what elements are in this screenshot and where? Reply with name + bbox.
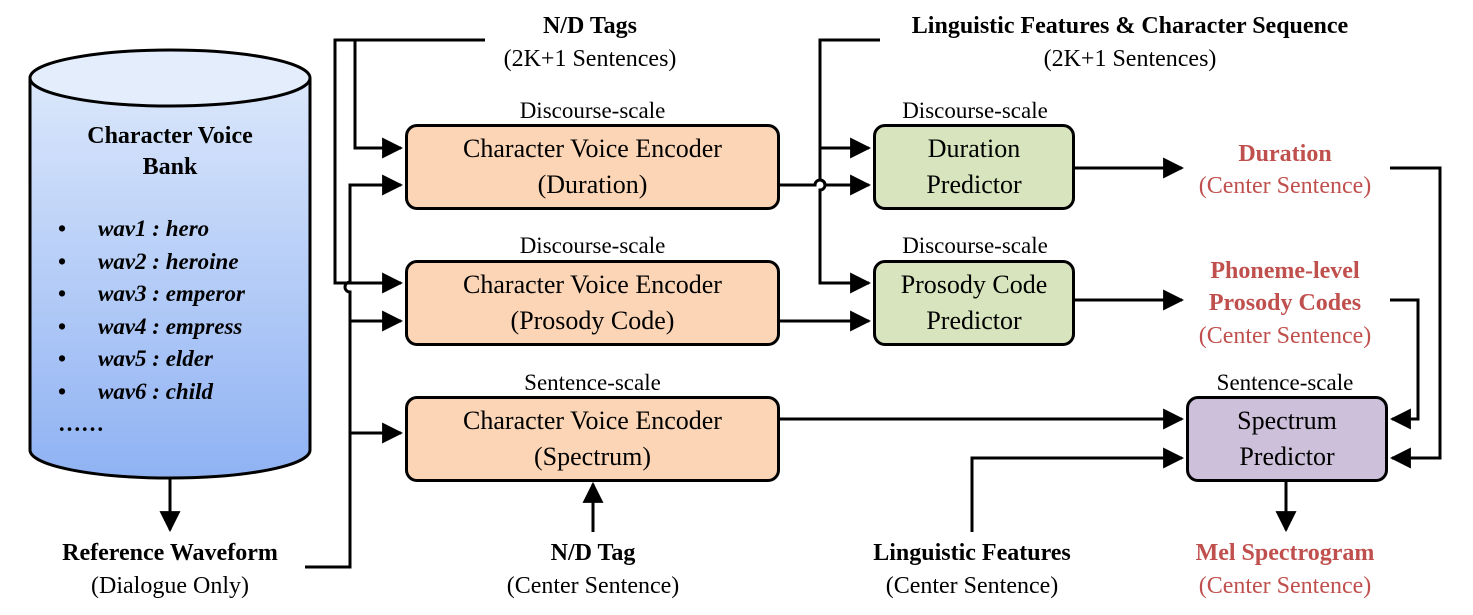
voice-bank-cylinder bbox=[28, 48, 312, 480]
bank-item-label: wav2 : heroine bbox=[98, 248, 239, 274]
prosody-output-subtitle: (Center Sentence) bbox=[1198, 323, 1372, 349]
bank-item: • wav1 : hero bbox=[58, 217, 245, 250]
duration-output-to-spectrum bbox=[1389, 166, 1442, 469]
scale-label-enc-prosody: Discourse-scale bbox=[519, 233, 666, 258]
bank-item-label: wav3 : emperor bbox=[98, 281, 245, 306]
nd-tags-line bbox=[333, 38, 485, 294]
bullet-icon: • bbox=[58, 313, 67, 339]
nd-tag-title: N/D Tag bbox=[550, 540, 636, 566]
ling-to-spectrum-predictor bbox=[970, 447, 1185, 532]
prosody-output-to-spectrum bbox=[1389, 298, 1420, 430]
spectrum-predictor-box: Spectrum Predictor bbox=[1186, 396, 1388, 482]
duration-encoder-box: Character Voice Encoder (Duration) bbox=[405, 124, 780, 210]
nd-tags-to-duration-encoder bbox=[353, 40, 404, 159]
bank-item: • wav4 : empress bbox=[58, 315, 245, 348]
prosody-predictor-line1: Prosody Code bbox=[900, 270, 1048, 299]
bank-item: • wav6 : child bbox=[58, 380, 245, 413]
bullet-icon: • bbox=[58, 378, 67, 404]
ling-seq-subtitle: (2K+1 Sentences) bbox=[1043, 46, 1217, 72]
ling-seq-title: Linguistic Features & Character Sequence bbox=[911, 13, 1349, 39]
duration-output-subtitle: (Center Sentence) bbox=[1198, 173, 1372, 199]
prosody-encoder-line2: (Prosody Code) bbox=[510, 306, 675, 335]
mel-output-title: Mel Spectrogram bbox=[1195, 540, 1375, 566]
nd-tags-subtitle: (2K+1 Sentences) bbox=[503, 46, 677, 72]
spectrum-encoder-line2: (Spectrum) bbox=[534, 442, 651, 471]
prosody-predictor-line2: Predictor bbox=[926, 306, 1022, 335]
scale-label-enc-duration: Discourse-scale bbox=[519, 98, 666, 123]
bullet-icon: • bbox=[58, 216, 67, 241]
scale-label-pred-prosody: Discourse-scale bbox=[902, 233, 1048, 258]
bank-item: • wav3 : emperor bbox=[58, 282, 245, 315]
prosody-encoder-line1: Character Voice Encoder bbox=[463, 270, 722, 299]
prosody-output-title-line2: Prosody Codes bbox=[1208, 290, 1362, 316]
scale-label-pred-duration: Discourse-scale bbox=[902, 98, 1048, 123]
prosody-predictor-box: Prosody Code Predictor bbox=[873, 260, 1075, 346]
spectrum-encoder-line1: Character Voice Encoder bbox=[463, 406, 722, 435]
bank-title-line2: Bank bbox=[142, 154, 198, 180]
duration-predictor-box: Duration Predictor bbox=[873, 124, 1075, 210]
duration-encoder-to-predictor bbox=[780, 174, 872, 196]
bank-item-label: wav6 : child bbox=[98, 378, 213, 404]
spectrum-encoder-box: Character Voice Encoder (Spectrum) bbox=[405, 396, 780, 482]
scale-label-pred-spectrum: Sentence-scale bbox=[1216, 370, 1354, 395]
duration-encoder-line2: (Duration) bbox=[537, 170, 648, 199]
prosody-encoder-box: Character Voice Encoder (Prosody Code) bbox=[405, 260, 780, 346]
bank-item: • wav5 : elder bbox=[58, 347, 245, 380]
ling-subtitle: (Center Sentence) bbox=[885, 573, 1059, 599]
bullet-icon: • bbox=[58, 346, 67, 371]
scale-label-enc-spectrum: Sentence-scale bbox=[524, 370, 661, 395]
nd-tag-subtitle: (Center Sentence) bbox=[506, 573, 680, 599]
bank-item: • wav2 : heroine bbox=[58, 250, 245, 283]
duration-encoder-line1: Character Voice Encoder bbox=[463, 134, 722, 163]
bank-item-label: wav1 : hero bbox=[98, 216, 210, 241]
duration-predictor-line1: Duration bbox=[927, 134, 1021, 163]
spectrum-predictor-line2: Predictor bbox=[1239, 442, 1335, 471]
bank-item-label: wav4 : empress bbox=[98, 313, 243, 339]
bank-ellipsis: …… bbox=[58, 411, 104, 436]
bank-item-list: • wav1 : hero • wav2 : heroine • wav3 : emp… bbox=[58, 217, 245, 412]
spectrum-predictor-line1: Spectrum bbox=[1237, 406, 1337, 435]
bullet-icon: • bbox=[58, 281, 67, 306]
bullet-icon: • bbox=[58, 248, 67, 274]
reference-waveform-line bbox=[305, 174, 404, 569]
reference-title: Reference Waveform bbox=[62, 540, 278, 566]
duration-predictor-line2: Predictor bbox=[926, 170, 1022, 199]
prosody-output-title-line1: Phoneme-level bbox=[1210, 258, 1360, 284]
nd-tags-title: N/D Tags bbox=[542, 13, 638, 39]
duration-output-title: Duration bbox=[1238, 141, 1332, 167]
reference-subtitle: (Dialogue Only) bbox=[91, 573, 249, 599]
bank-title-line1: Character Voice bbox=[87, 123, 253, 149]
bank-item-label: wav5 : elder bbox=[98, 346, 213, 371]
ling-title: Linguistic Features bbox=[873, 540, 1071, 566]
mel-output-subtitle: (Center Sentence) bbox=[1198, 573, 1372, 599]
